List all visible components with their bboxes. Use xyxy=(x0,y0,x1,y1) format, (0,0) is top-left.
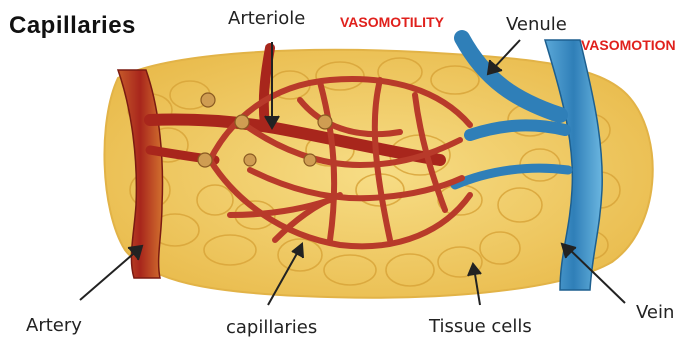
sphincter xyxy=(235,115,249,129)
capillaries-label: capillaries xyxy=(226,319,317,337)
arteriole-label: Arteriole xyxy=(228,10,305,28)
vasomotion-annotation: VASOMOTION xyxy=(581,38,676,52)
artery-label: Artery xyxy=(26,317,82,335)
sphincter xyxy=(198,153,212,167)
vasomotility-annotation: VASOMOTILITY xyxy=(340,15,444,29)
venule-label: Venule xyxy=(506,16,567,34)
sphincter xyxy=(304,154,316,166)
artery-pointer xyxy=(80,248,140,300)
vein-label: Vein xyxy=(636,304,674,322)
sphincter xyxy=(318,115,332,129)
arteriole-branch xyxy=(264,48,270,125)
sphincter xyxy=(201,93,215,107)
diagram-title: Capillaries xyxy=(9,14,136,38)
sphincter xyxy=(244,154,256,166)
tissue-cells-label: Tissue cells xyxy=(429,318,532,336)
